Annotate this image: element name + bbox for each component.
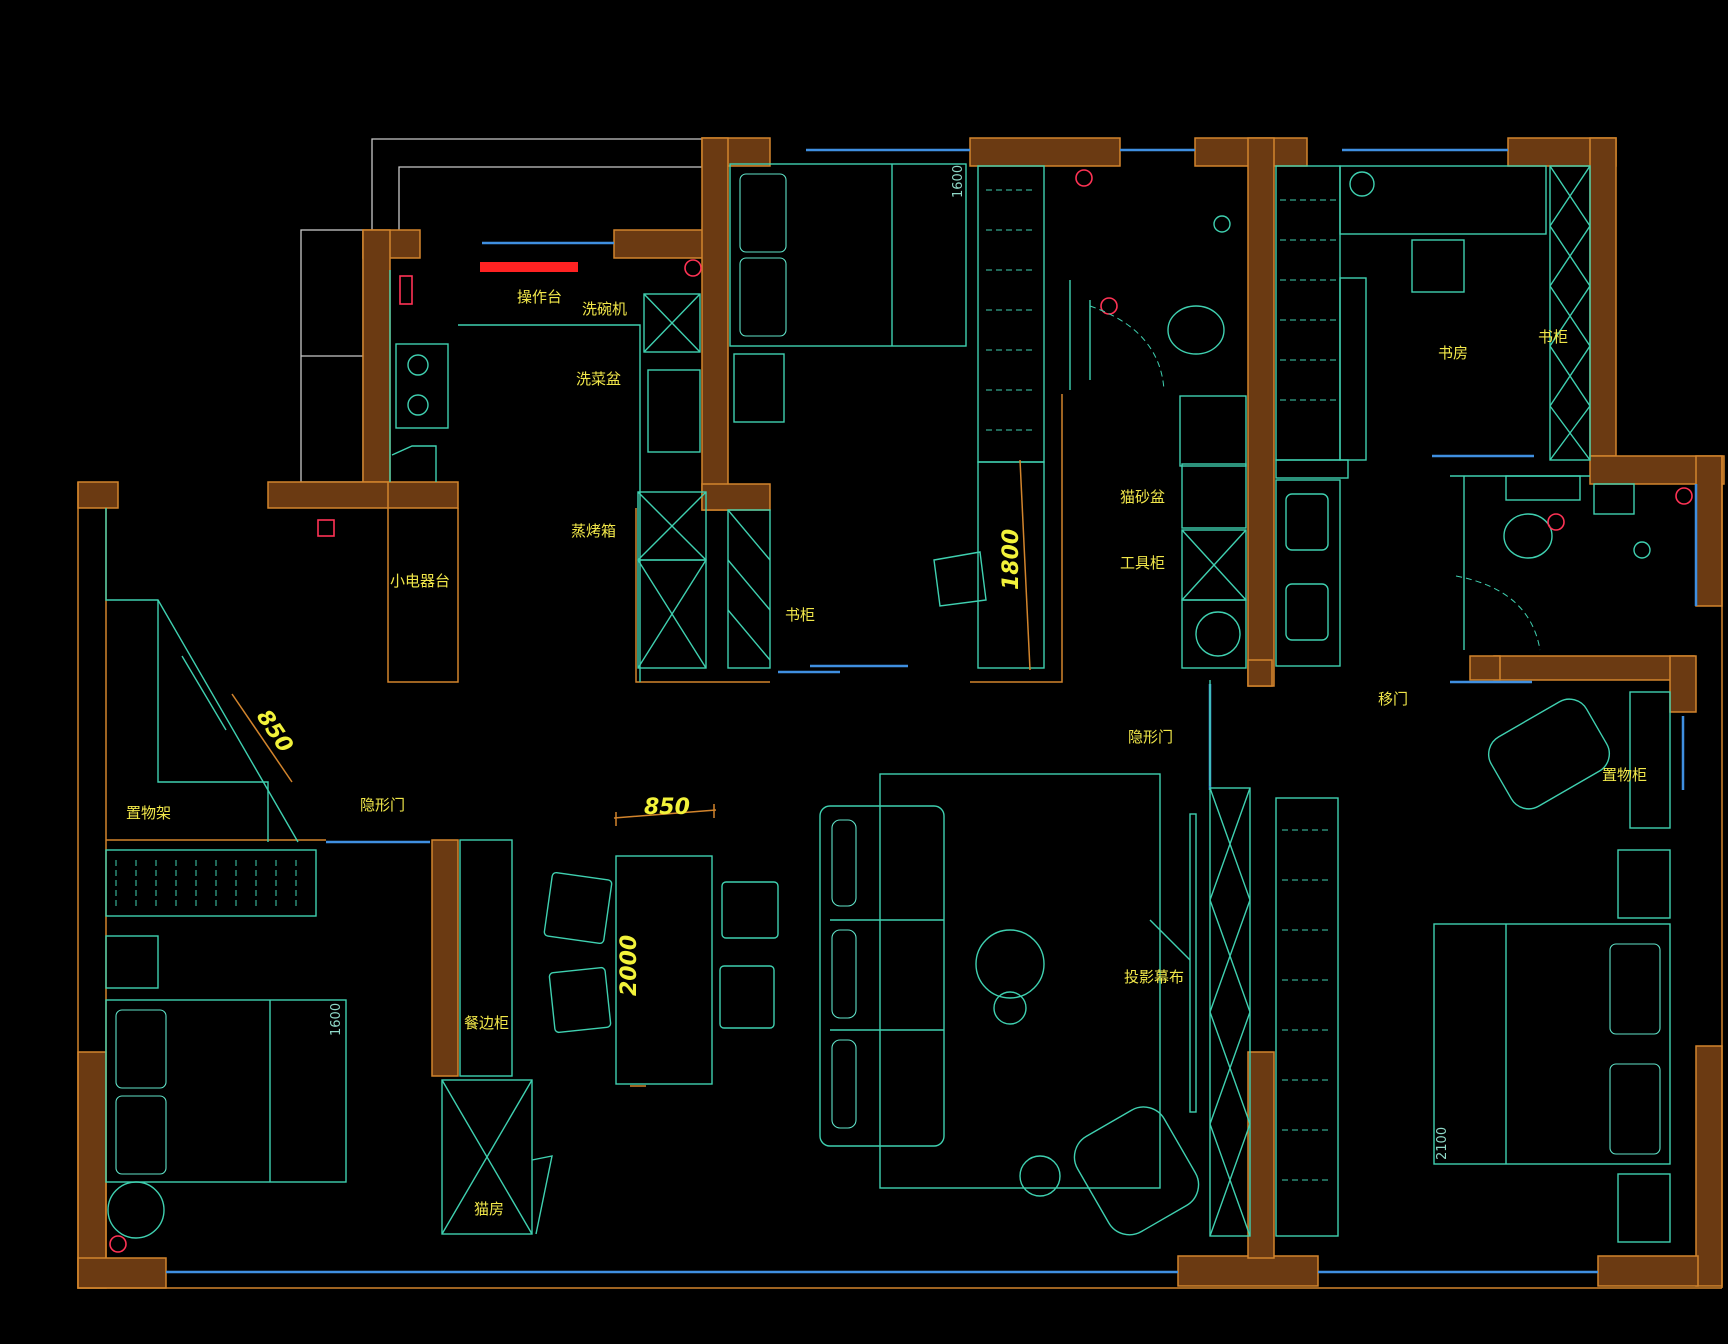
- room-labels: 操作台 洗碗机 洗菜盆 蒸烤箱 小电器台 书柜 猫砂盆 工具柜 书房 书柜 移门…: [126, 288, 1647, 1218]
- study-wardrobe: [1275, 165, 1341, 461]
- label-sliding-door: 移门: [1378, 690, 1408, 708]
- storage-rack: [105, 849, 317, 917]
- label-sideboard: 餐边柜: [464, 1014, 509, 1032]
- armchair: [1073, 1106, 1200, 1236]
- basin-middle: [1179, 395, 1247, 467]
- bedroom-top: 1600: [727, 163, 1045, 674]
- bedroom-left: 1600: [105, 508, 347, 1253]
- wardrobe-top: [977, 165, 1045, 463]
- desk-chair: [933, 551, 987, 607]
- living-area: [819, 680, 1251, 1237]
- label-steam-oven: 蒸烤箱: [571, 522, 616, 540]
- bathroom-middle: [1069, 169, 1247, 669]
- desk: [977, 461, 1045, 669]
- label-storage-rack: 置物架: [126, 804, 171, 822]
- bedroom-right: 2100: [1275, 691, 1671, 1243]
- nightstand-left: [105, 935, 159, 989]
- bed-left: [105, 999, 347, 1183]
- nightstand-right: [1617, 849, 1671, 919]
- nightstand: [733, 353, 785, 423]
- sink-basin: [647, 369, 701, 453]
- dimension-desk-length: 1800: [999, 529, 1024, 590]
- windows: [166, 148, 1698, 1274]
- cat-house: [441, 1079, 533, 1235]
- side-table: [1019, 1155, 1061, 1197]
- label-hidden-door-2: 隐形门: [360, 796, 405, 814]
- range-hood: [480, 262, 578, 272]
- label-cat-house: 猫房: [474, 1200, 504, 1218]
- lounge-chair: [1487, 698, 1611, 810]
- label-dishwasher: 洗碗机: [582, 300, 627, 318]
- bed-top: [729, 163, 967, 347]
- washing-machine: [1181, 599, 1247, 669]
- round-table-left: [107, 1181, 165, 1239]
- nightstand-right: [1617, 1173, 1671, 1243]
- wall-outlines: [77, 394, 1723, 1289]
- dimension-table-length: 2000: [617, 935, 642, 996]
- label-tool-cabinet: 工具柜: [1120, 554, 1165, 572]
- label-sink: 洗菜盆: [576, 370, 621, 388]
- dimension-lines: [231, 459, 1031, 783]
- label-bookcase-2: 书柜: [1538, 328, 1568, 346]
- label-storage-cabinet: 置物柜: [1602, 766, 1647, 784]
- bathroom-right: [1450, 475, 1693, 651]
- toilet-middle: [1167, 305, 1225, 355]
- dining-table: [615, 855, 713, 1085]
- study-room: [1275, 165, 1591, 667]
- sideboard: [459, 839, 513, 1077]
- toilet-right: [1503, 513, 1553, 559]
- study-bookcase: [1549, 165, 1591, 461]
- study-chair: [1411, 239, 1465, 293]
- label-cat-litter-box: 猫砂盆: [1120, 488, 1165, 506]
- bed-left-size: 1600: [329, 1003, 344, 1036]
- walls: [77, 137, 1725, 1289]
- tv-cabinet: [1209, 787, 1251, 1237]
- dining-area: [441, 804, 779, 1235]
- dining-chair: [721, 881, 779, 939]
- dining-chair: [543, 871, 613, 945]
- projection-screen: [1189, 813, 1197, 1113]
- label-operation-counter: 操作台: [517, 288, 562, 306]
- label-hidden-door-1: 隐形门: [1128, 728, 1173, 746]
- bed-right-size: 2100: [1435, 1127, 1450, 1160]
- label-projection-screen: 投影幕布: [1124, 968, 1184, 986]
- study-desk: [1339, 165, 1547, 235]
- bed-top-size: 1600: [951, 165, 966, 198]
- dining-chair: [548, 966, 612, 1034]
- sofa: [819, 805, 945, 1147]
- rug: [879, 773, 1161, 1189]
- dishwasher: [643, 293, 701, 353]
- study-basins: [1275, 479, 1341, 667]
- dining-chair: [719, 965, 775, 1029]
- kitchen: [317, 259, 707, 682]
- dimension-table-width: 850: [644, 795, 690, 820]
- label-bookcase-1: 书柜: [785, 606, 815, 624]
- gas-stove: [395, 343, 449, 429]
- wardrobe-right: [1275, 797, 1339, 1237]
- bookcase-top: [727, 509, 771, 669]
- coffee-table: [975, 929, 1045, 999]
- water-heater: [1593, 483, 1635, 515]
- storage-cabinet: [1629, 691, 1671, 829]
- bed-right: [1433, 923, 1671, 1165]
- label-study: 书房: [1438, 344, 1468, 362]
- cat-litter-box: [1181, 463, 1247, 529]
- label-small-appliance-counter: 小电器台: [390, 572, 450, 590]
- balcony-outline: [300, 138, 702, 483]
